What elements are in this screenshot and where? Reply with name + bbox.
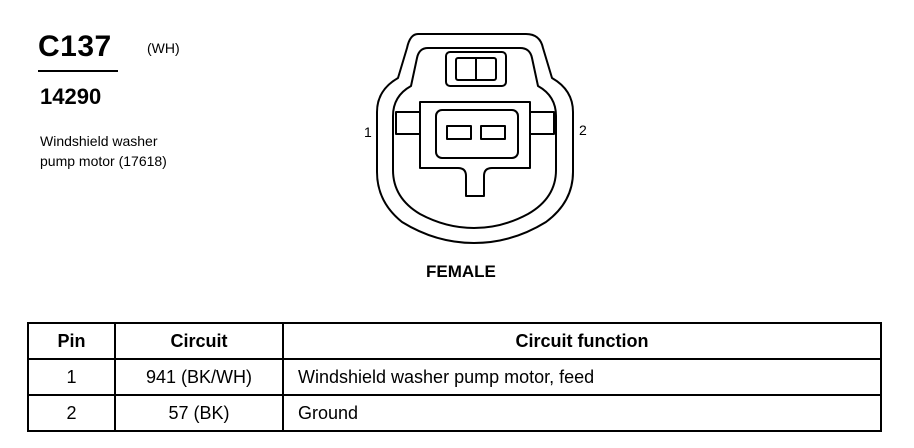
header-circuit: Circuit — [114, 322, 284, 360]
circuit-cell: 941 (BK/WH) — [114, 358, 284, 396]
component-description-line-1: Windshield washer — [40, 133, 158, 149]
pin-circuit-table: Pin Circuit Circuit function 1 941 (BK/W… — [27, 322, 882, 432]
table-row: 1 941 (BK/WH) Windshield washer pump mot… — [27, 358, 882, 396]
pin-1-label: 1 — [364, 124, 372, 140]
connector-id: C137 — [38, 30, 112, 63]
connector-color-code: (WH) — [147, 40, 180, 56]
connector-outer-housing — [376, 33, 574, 244]
terminal-body — [419, 101, 531, 197]
pin-1-cavity — [446, 125, 472, 140]
connector-inner-housing — [392, 47, 557, 229]
title-underline — [38, 70, 118, 72]
connector-gender-label: FEMALE — [426, 262, 496, 281]
header-circuit-function: Circuit function — [282, 322, 882, 360]
pin-cell: 2 — [27, 394, 116, 432]
circuit-function-cell: Ground — [282, 394, 882, 432]
pin-2-cavity — [480, 125, 506, 140]
left-key — [395, 111, 421, 135]
pin-cell: 1 — [27, 358, 116, 396]
right-key — [529, 111, 555, 135]
header-pin: Pin — [27, 322, 116, 360]
table-header-row: Pin Circuit Circuit function — [27, 322, 882, 360]
locking-tab-outer — [445, 51, 507, 87]
circuit-cell: 57 (BK) — [114, 394, 284, 432]
connector-face-diagram — [376, 33, 574, 244]
circuit-function-cell: Windshield washer pump motor, feed — [282, 358, 882, 396]
pin-2-label: 2 — [579, 122, 587, 138]
part-number: 14290 — [40, 84, 102, 109]
terminal-cavity-frame — [435, 109, 519, 159]
table-row: 2 57 (BK) Ground — [27, 394, 882, 432]
component-description-line-2: pump motor (17618) — [40, 153, 167, 169]
